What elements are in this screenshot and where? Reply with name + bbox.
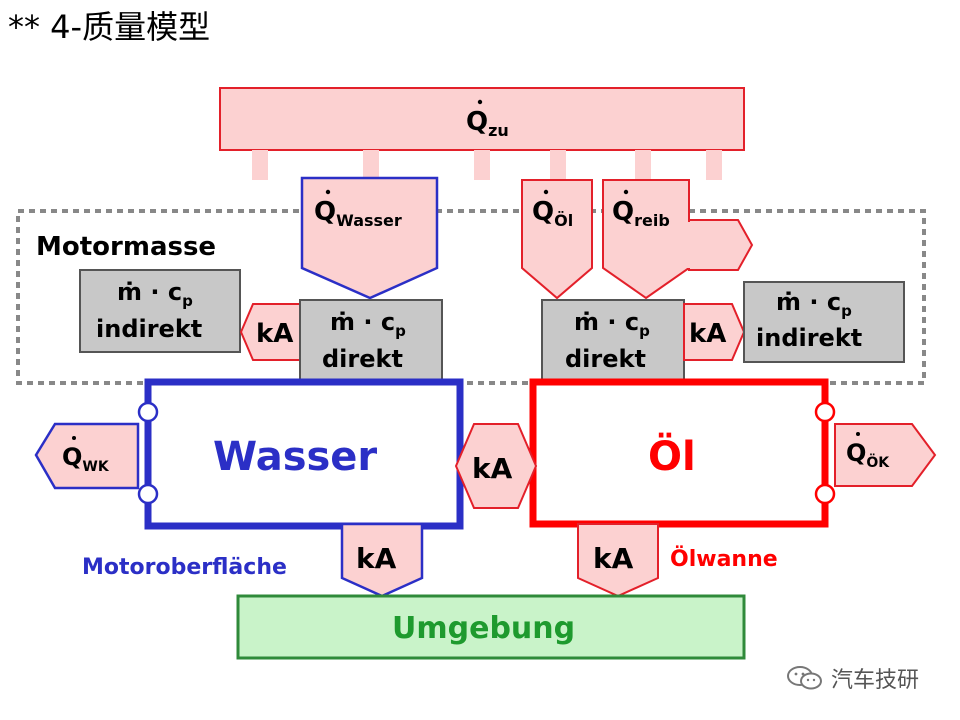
mcp-indirekt-right-box: ṁ · cp indirekt	[743, 281, 905, 363]
umgebung-label: Umgebung	[392, 611, 575, 646]
q-reib-side-arrow	[688, 219, 754, 271]
svg-text:direkt: direkt	[322, 345, 403, 373]
q-oek-arrow: QÖK	[834, 423, 937, 487]
oel-label: Öl	[648, 432, 696, 480]
q-zu-bar: Qzu	[219, 87, 745, 180]
mcp-direkt-left-box: ṁ · cp direkt	[299, 299, 443, 381]
q-oel-label: QÖl	[532, 197, 573, 230]
oelwanne-label: Ölwanne	[670, 546, 778, 572]
motoroberflaeche-label: Motoroberfläche	[82, 555, 287, 580]
q-reib-arrow: Qreib	[602, 179, 754, 300]
slide-title: ** 4-质量模型	[8, 8, 211, 46]
wasser-box: Wasser	[137, 378, 464, 530]
ka-bottom-right-connector: kA	[577, 523, 659, 598]
svg-text:kA: kA	[356, 542, 397, 575]
q-wk-arrow: QWK	[34, 422, 140, 490]
svg-text:ṁ · cp: ṁ · cp	[117, 278, 193, 310]
q-wasser-label: QWasser	[314, 197, 402, 230]
ka-right-connector: kA	[683, 303, 746, 361]
svg-text:kA: kA	[472, 452, 513, 485]
motormasse-region	[16, 209, 926, 385]
umgebung-box: Umgebung	[236, 594, 746, 660]
svg-text:kA: kA	[256, 319, 293, 349]
svg-text:kA: kA	[593, 542, 634, 575]
svg-text:indirekt: indirekt	[96, 315, 202, 343]
wechat-icon	[785, 663, 825, 693]
q-zu-label: Qzu	[466, 107, 509, 140]
svg-text:direkt: direkt	[565, 345, 646, 373]
mcp-direkt-right-box: ṁ · cp direkt	[541, 299, 685, 381]
mcp-indirekt-left-box: ṁ · cp indirekt	[79, 269, 241, 353]
watermark: 汽车技研	[785, 662, 919, 694]
svg-text:indirekt: indirekt	[756, 324, 862, 352]
svg-text:ṁ · cp: ṁ · cp	[574, 308, 650, 340]
ka-center-connector: kA	[454, 423, 538, 509]
svg-text:ṁ · cp: ṁ · cp	[330, 308, 406, 340]
q-oel-arrow: QÖl	[521, 179, 593, 300]
wasser-label: Wasser	[213, 434, 377, 480]
q-zu-dot	[477, 99, 483, 105]
watermark-text: 汽车技研	[831, 668, 920, 693]
svg-text:ṁ · cp: ṁ · cp	[776, 288, 852, 320]
q-wasser-arrow: QWasser	[300, 176, 439, 300]
ka-bottom-left-connector: kA	[340, 522, 424, 598]
q-reib-label: Qreib	[612, 197, 670, 230]
svg-text:QÖK: QÖK	[846, 439, 890, 471]
motormasse-label: Motormasse	[36, 232, 216, 262]
ka-left-connector: kA	[239, 303, 301, 361]
oel-box: Öl	[529, 378, 836, 528]
svg-text:QWK: QWK	[62, 443, 110, 475]
svg-text:kA: kA	[689, 319, 726, 349]
